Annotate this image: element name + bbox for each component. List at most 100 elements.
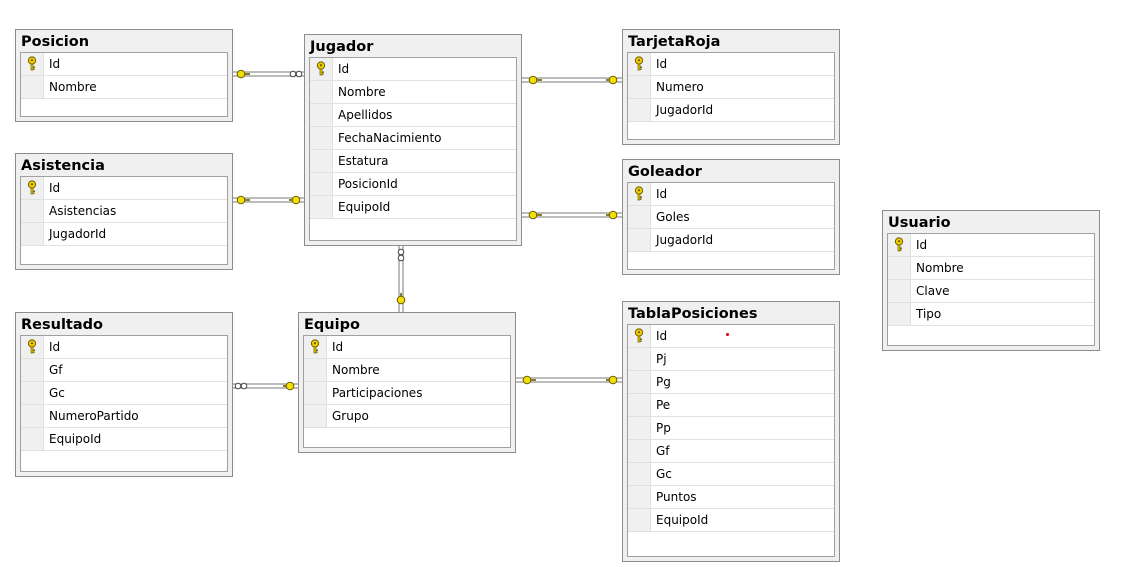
column-row[interactable]: Nombre xyxy=(888,257,1094,280)
column-row[interactable]: Gf xyxy=(21,359,227,382)
column-row[interactable]: Id xyxy=(21,177,227,200)
row-selector xyxy=(310,104,333,126)
column-row[interactable]: Clave xyxy=(888,280,1094,303)
column-row[interactable]: Id xyxy=(310,58,516,81)
column-name: JugadorId xyxy=(656,103,714,117)
row-selector xyxy=(628,486,651,508)
column-row[interactable]: JugadorId xyxy=(628,99,834,122)
column-name: EquipoId xyxy=(656,513,709,527)
primary-key-icon xyxy=(633,186,645,201)
one-end-key-icon xyxy=(606,210,618,220)
column-row[interactable]: Pe xyxy=(628,394,834,417)
column-row[interactable]: Id xyxy=(888,234,1094,257)
primary-key-icon xyxy=(309,339,321,354)
column-name: Goles xyxy=(656,210,690,224)
row-selector xyxy=(21,200,44,222)
column-row[interactable]: Gc xyxy=(21,382,227,405)
column-row[interactable]: Id xyxy=(21,53,227,76)
column-row[interactable]: Nombre xyxy=(304,359,510,382)
row-selector xyxy=(628,325,651,347)
column-row[interactable]: FechaNacimiento xyxy=(310,127,516,150)
column-row[interactable]: EquipoId xyxy=(310,196,516,219)
column-row[interactable]: Pj xyxy=(628,348,834,371)
row-selector xyxy=(21,336,44,358)
column-row[interactable]: Numero xyxy=(628,76,834,99)
column-name: Gc xyxy=(49,386,65,400)
column-name: Numero xyxy=(656,80,704,94)
column-row[interactable]: Goles xyxy=(628,206,834,229)
column-name: Id xyxy=(656,187,668,201)
row-selector xyxy=(21,53,44,75)
column-row[interactable]: Nombre xyxy=(310,81,516,104)
row-selector xyxy=(310,173,333,195)
many-end-infinity-icon xyxy=(289,70,303,78)
row-selector xyxy=(310,81,333,103)
column-name: Estatura xyxy=(338,154,389,168)
row-selector xyxy=(310,196,333,218)
row-selector xyxy=(304,382,327,404)
column-row[interactable]: Grupo xyxy=(304,405,510,428)
row-selector xyxy=(21,359,44,381)
column-row[interactable]: Pp xyxy=(628,417,834,440)
one-end-key-icon xyxy=(236,69,250,79)
column-name: Id xyxy=(656,57,668,71)
column-row[interactable]: Id xyxy=(628,53,834,76)
primary-key-icon xyxy=(26,339,38,354)
column-row[interactable]: Id xyxy=(21,336,227,359)
primary-key-icon xyxy=(893,237,905,252)
column-name: EquipoId xyxy=(338,200,391,214)
row-selector xyxy=(310,58,333,80)
column-row[interactable]: Apellidos xyxy=(310,104,516,127)
column-name: Gf xyxy=(656,444,670,458)
column-row[interactable]: Nombre xyxy=(21,76,227,99)
column-row[interactable]: Participaciones xyxy=(304,382,510,405)
row-selector xyxy=(628,417,651,439)
column-row[interactable]: Pg xyxy=(628,371,834,394)
column-row[interactable]: JugadorId xyxy=(628,229,834,252)
one-end-key-icon xyxy=(396,293,406,305)
column-row[interactable]: Gf xyxy=(628,440,834,463)
column-row[interactable]: Tipo xyxy=(888,303,1094,326)
column-row[interactable]: JugadorId xyxy=(21,223,227,246)
row-selector xyxy=(628,394,651,416)
column-name: Pj xyxy=(656,352,667,366)
row-selector xyxy=(21,177,44,199)
column-row[interactable]: Id xyxy=(304,336,510,359)
column-row[interactable]: Id xyxy=(628,183,834,206)
row-selector xyxy=(628,76,651,98)
column-row[interactable]: EquipoId xyxy=(628,509,834,532)
row-selector xyxy=(628,183,651,205)
table-title: Resultado xyxy=(16,313,232,335)
one-end-key-icon xyxy=(289,195,301,205)
column-name: EquipoId xyxy=(49,432,102,446)
column-row[interactable]: Estatura xyxy=(310,150,516,173)
column-row[interactable]: NumeroPartido xyxy=(21,405,227,428)
primary-key-icon xyxy=(633,56,645,71)
column-row[interactable]: Asistencias xyxy=(21,200,227,223)
column-name: Id xyxy=(49,181,61,195)
column-row[interactable]: EquipoId xyxy=(21,428,227,451)
column-name: Nombre xyxy=(49,80,97,94)
primary-key-icon xyxy=(315,61,327,76)
column-name: Gf xyxy=(49,363,63,377)
row-selector xyxy=(628,371,651,393)
column-row[interactable]: PosicionId xyxy=(310,173,516,196)
column-row[interactable]: Gc xyxy=(628,463,834,486)
row-selector xyxy=(21,405,44,427)
column-row[interactable]: Puntos xyxy=(628,486,834,509)
column-row[interactable]: Id xyxy=(628,325,834,348)
